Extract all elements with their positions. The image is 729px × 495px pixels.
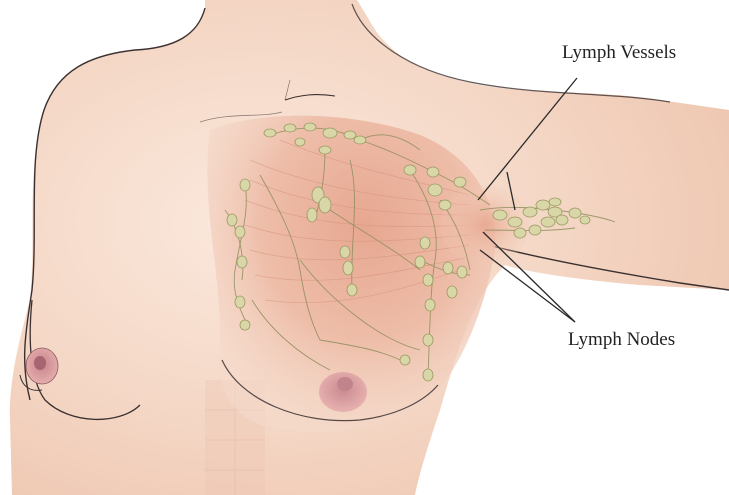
lymph-vessels-label: Lymph Vessels: [562, 42, 676, 64]
lymph-nodes-label: Lymph Nodes: [568, 329, 675, 351]
